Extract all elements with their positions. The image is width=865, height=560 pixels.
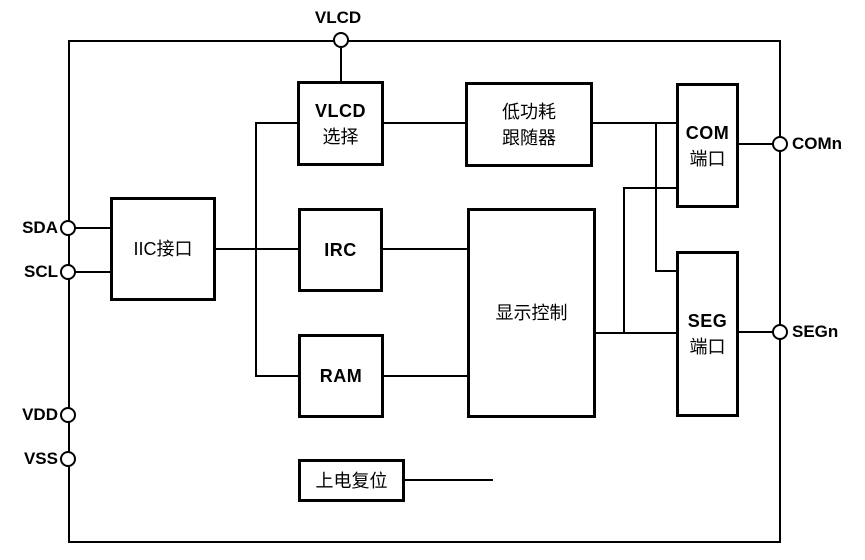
block-vlcd-select-line2: 选择 xyxy=(322,126,359,147)
wire-sda-stub xyxy=(74,227,110,229)
block-seg-port: SEG 端口 xyxy=(676,251,739,417)
block-ram: RAM xyxy=(298,334,384,418)
pin-label-vss: VSS xyxy=(23,449,58,468)
block-low-power-follower: 低功耗 跟随器 xyxy=(465,82,593,167)
block-com-port-line2: 端口 xyxy=(689,148,726,169)
block-com-port-line1: COM xyxy=(685,122,730,143)
block-seg-port-line2: 端口 xyxy=(689,337,726,357)
wire-power-on-reset-output xyxy=(405,479,493,481)
block-display-control: 显示控制 xyxy=(467,208,596,418)
pin-comn-circle xyxy=(772,136,788,152)
pin-label-vlcd: VLCD xyxy=(314,8,362,27)
block-power-on-reset: 上电复位 xyxy=(298,459,405,502)
block-seg-port-line1: SEG xyxy=(687,311,728,331)
pin-vlcd-circle xyxy=(333,32,349,48)
block-com-port: COM 端口 xyxy=(676,83,739,208)
pin-label-sda: SDA xyxy=(22,218,58,237)
block-low-power-follower-line2: 跟随器 xyxy=(502,127,556,148)
wire-bus-to-ram xyxy=(255,375,298,377)
wire-follower-to-com-port xyxy=(593,122,676,124)
pin-label-segn: SEGn xyxy=(792,322,839,341)
wire-iic-to-irc xyxy=(216,248,298,250)
block-iic-interface-label: IIC接口 xyxy=(133,239,193,259)
block-irc-label: IRC xyxy=(324,240,357,260)
wire-display-control-to-seg-port xyxy=(596,332,676,334)
block-power-on-reset-label: 上电复位 xyxy=(315,470,388,491)
wire-com-port-to-comn-pin xyxy=(739,143,773,145)
block-irc: IRC xyxy=(298,208,383,292)
pin-label-vdd: VDD xyxy=(22,405,58,424)
wire-vlcd-select-to-follower xyxy=(384,122,465,124)
wire-display-branch-vertical-to-com xyxy=(623,187,625,334)
block-ram-label: RAM xyxy=(319,366,363,386)
pin-scl-circle xyxy=(60,264,76,280)
block-iic-interface: IIC接口 xyxy=(110,197,216,301)
pin-segn-circle xyxy=(772,324,788,340)
wire-bus-to-vlcd-select xyxy=(255,122,297,124)
pin-label-comn: COMn xyxy=(792,134,843,153)
wire-seg-port-to-segn-pin xyxy=(739,331,773,333)
pin-vss-circle xyxy=(60,451,76,467)
pin-label-scl: SCL xyxy=(24,262,58,281)
block-display-control-label: 显示控制 xyxy=(495,303,568,323)
block-vlcd-select-line1: VLCD xyxy=(315,100,366,121)
wire-follower-branch-vertical-to-seg xyxy=(655,122,657,272)
wire-display-branch-to-com-port xyxy=(623,187,676,189)
wire-scl-stub xyxy=(74,271,110,273)
wire-irc-to-display-control xyxy=(383,248,467,250)
wire-follower-branch-to-seg-port xyxy=(655,270,676,272)
block-low-power-follower-line1: 低功耗 xyxy=(502,101,556,122)
wire-vlcd-pin-to-vlcd-select xyxy=(340,48,342,82)
wire-ram-to-display-control xyxy=(383,375,467,377)
block-vlcd-select: VLCD 选择 xyxy=(297,81,384,166)
pin-vdd-circle xyxy=(60,407,76,423)
pin-sda-circle xyxy=(60,220,76,236)
